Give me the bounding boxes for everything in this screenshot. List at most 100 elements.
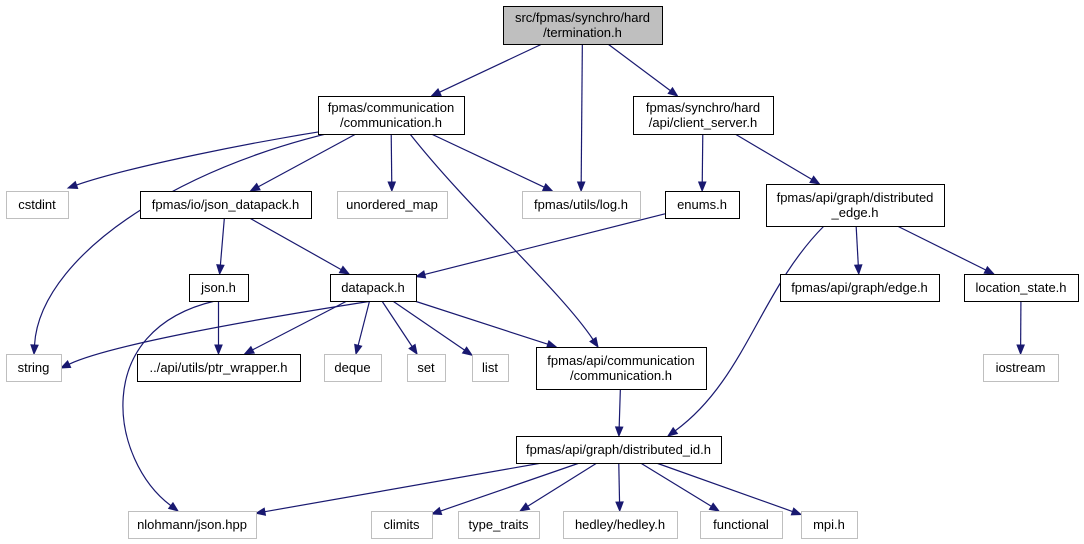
node-type_traits[interactable]: type_traits: [458, 511, 540, 539]
node-api_communication-box: [536, 347, 707, 390]
node-deque[interactable]: deque: [324, 354, 382, 382]
node-hedley[interactable]: hedley/hedley.h: [563, 511, 678, 539]
node-enums-label: enums.h: [677, 197, 727, 212]
edge-json_datapack-to-datapack-arrowhead: [338, 265, 351, 275]
node-client_server[interactable]: fpmas/synchro/hard/api/client_server.h: [633, 96, 774, 135]
node-datapack[interactable]: datapack.h: [330, 274, 417, 302]
edge-location_state-to-iostream-arrowhead: [1016, 344, 1025, 356]
node-communication-label-2: /communication.h: [340, 115, 442, 130]
node-distributed_id-box: [516, 436, 722, 464]
edge-api_communication-to-distributed_id-arrowhead: [614, 426, 624, 438]
edge-distributed_edge-to-distributed_id: [674, 225, 825, 432]
edge-distributed_edge-to-location_state: [896, 225, 987, 271]
edge-distributed_id-to-hedley-arrowhead: [615, 501, 624, 513]
node-datapack-box: [330, 274, 417, 302]
node-distributed_edge-label-2: _edge.h: [831, 205, 879, 220]
node-log-box: [522, 191, 641, 219]
node-edge-box: [780, 274, 940, 302]
node-climits[interactable]: climits: [371, 511, 433, 539]
node-deque-label: deque: [334, 360, 370, 375]
edge-enums-to-datapack: [424, 213, 666, 276]
node-enums-box: [665, 191, 740, 219]
edge-datapack-to-deque-arrowhead: [354, 343, 363, 356]
edge-distributed_id-to-functional: [640, 462, 712, 507]
node-termination-label-2: /termination.h: [543, 25, 622, 40]
edge-termination-to-client_server-arrowhead: [667, 86, 679, 97]
node-set-box: [407, 354, 446, 382]
node-set[interactable]: set: [407, 354, 446, 382]
node-string[interactable]: string: [6, 354, 62, 382]
node-log[interactable]: fpmas/utils/log.h: [522, 191, 641, 219]
node-client_server-label-2: /api/client_server.h: [649, 115, 757, 130]
edge-json-to-json_hpp-arrowhead: [167, 501, 180, 512]
edge-termination-to-log: [580, 43, 583, 183]
node-communication-box: [318, 96, 465, 135]
edge-communication-to-log: [431, 133, 545, 188]
node-location_state[interactable]: location_state.h: [964, 274, 1079, 302]
edge-datapack-to-string: [68, 300, 373, 365]
node-mpi[interactable]: mpi.h: [801, 511, 858, 539]
node-termination-label-1: src/fpmas/synchro/hard: [515, 10, 650, 25]
edge-datapack-to-api_communication: [414, 300, 548, 345]
node-location_state-box: [964, 274, 1079, 302]
edge-distributed_edge-to-location_state-arrowhead: [983, 265, 996, 275]
node-distributed_id[interactable]: fpmas/api/graph/distributed_id.h: [516, 436, 722, 464]
node-ptr_wrapper[interactable]: ../api/utils/ptr_wrapper.h: [137, 354, 301, 382]
node-termination: src/fpmas/synchro/hard/termination.h: [503, 6, 663, 45]
edge-datapack-to-api_communication-arrowhead: [545, 339, 558, 349]
node-string-box: [6, 354, 62, 382]
node-list-box: [472, 354, 509, 382]
edge-json-to-json_hpp: [122, 300, 216, 507]
node-list[interactable]: list: [472, 354, 509, 382]
node-json_datapack-box: [140, 191, 312, 219]
edge-distributed_id-to-json_hpp: [264, 462, 542, 513]
node-communication[interactable]: fpmas/communication/communication.h: [318, 96, 465, 135]
edge-termination-to-communication: [439, 43, 543, 93]
node-json_datapack[interactable]: fpmas/io/json_datapack.h: [140, 191, 312, 219]
node-type_traits-box: [458, 511, 540, 539]
node-termination-box: [503, 6, 663, 45]
node-json_datapack-label: fpmas/io/json_datapack.h: [152, 197, 299, 212]
node-communication-label-1: fpmas/communication: [328, 100, 454, 115]
edge-json-to-ptr_wrapper-arrowhead: [214, 344, 223, 356]
node-functional[interactable]: functional: [700, 511, 783, 539]
node-cstdint-box: [6, 191, 69, 219]
node-api_communication-label-2: /communication.h: [570, 368, 672, 383]
edge-client_server-to-distributed_edge: [734, 133, 813, 180]
node-edge-label: fpmas/api/graph/edge.h: [791, 280, 928, 295]
edge-communication-to-json_datapack-arrowhead: [249, 182, 261, 192]
node-cstdint[interactable]: cstdint: [6, 191, 69, 219]
edge-termination-to-client_server: [607, 43, 671, 92]
node-list-label: list: [482, 360, 498, 375]
node-json_hpp[interactable]: nlohmann/json.hpp: [128, 511, 257, 539]
node-string-label: string: [18, 360, 50, 375]
node-functional-box: [700, 511, 783, 539]
node-unordered_map[interactable]: unordered_map: [337, 191, 448, 219]
edge-communication-to-api_communication-arrowhead: [589, 336, 599, 349]
edge-distributed_id-to-climits: [440, 462, 580, 512]
edge-enums-to-datapack-arrowhead: [414, 270, 427, 279]
edge-distributed_edge-to-edge: [855, 225, 859, 266]
edge-client_server-to-distributed_edge-arrowhead: [809, 175, 821, 185]
edge-distributed_edge-to-edge-arrowhead: [853, 264, 863, 276]
node-cstdint-label: cstdint: [18, 197, 56, 212]
node-json[interactable]: json.h: [189, 274, 249, 302]
node-distributed_edge[interactable]: fpmas/api/graph/distributed_edge.h: [766, 184, 945, 227]
node-unordered_map-label: unordered_map: [346, 197, 438, 212]
edge-datapack-to-set: [381, 300, 413, 347]
node-enums[interactable]: enums.h: [665, 191, 740, 219]
edge-distributed_id-to-functional-arrowhead: [708, 502, 721, 512]
edge-communication-to-log-arrowhead: [541, 183, 554, 192]
edge-communication-to-api_communication: [409, 133, 594, 340]
node-edge[interactable]: fpmas/api/graph/edge.h: [780, 274, 940, 302]
edge-termination-to-communication-arrowhead: [430, 88, 442, 97]
edge-distributed_id-to-mpi-arrowhead: [790, 507, 803, 516]
node-api_communication[interactable]: fpmas/api/communication/communication.h: [536, 347, 707, 390]
node-distributed_edge-box: [766, 184, 945, 227]
node-iostream[interactable]: iostream: [983, 354, 1059, 382]
edge-json_datapack-to-datapack: [249, 217, 342, 271]
node-climits-box: [371, 511, 433, 539]
edge-distributed_id-to-type_traits-arrowhead: [518, 502, 531, 512]
node-distributed_id-label: fpmas/api/graph/distributed_id.h: [526, 442, 711, 457]
edge-json_datapack-to-json-arrowhead: [216, 264, 225, 276]
